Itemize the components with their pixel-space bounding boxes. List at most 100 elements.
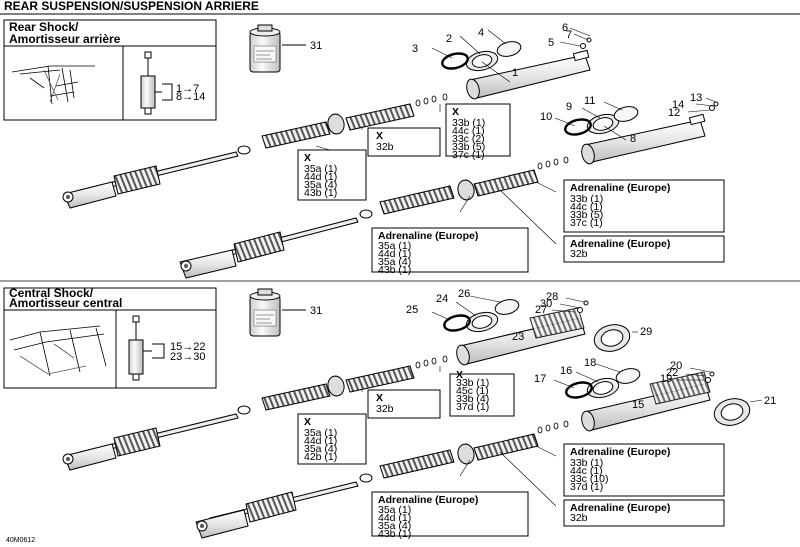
rear-leader-lines [315,27,717,245]
central-frame-sketch [9,325,107,377]
callout-3: 3 [412,43,418,55]
svg-text:35a (1): 35a (1) [304,427,337,439]
svg-text:Adrenaline (Europe): Adrenaline (Europe) [378,494,478,506]
kit-box-rear-x-32b: X 32b [367,127,441,157]
rear-range-b: 8→14 [176,91,205,103]
svg-text:32b: 32b [570,248,588,260]
callout-25: 25 [406,304,418,316]
svg-text:42b (1): 42b (1) [304,451,337,463]
callout-22: 22 [666,367,678,379]
svg-text:32b: 32b [376,141,394,153]
central-shock-x-exploded [62,299,631,471]
svg-text:44d (1): 44d (1) [378,512,411,524]
svg-text:33b (5): 33b (5) [570,209,603,221]
callout-7: 7 [566,29,572,41]
kit-box-central-adrenaline-spring: Adrenaline (Europe) 35a (1) 44d (1) 35a … [371,491,529,540]
rear-shock-x-exploded [62,37,592,209]
svg-text:35a (1): 35a (1) [378,504,411,516]
callout-19: 19 [660,373,672,385]
callout-5: 5 [548,37,554,49]
callout-6: 6 [562,22,568,34]
callout-28: 28 [546,291,558,303]
svg-text:X: X [456,369,463,381]
kit-box-central-x-spring: X 35a (1) 44d (1) 35a (4) 42b (1) [297,413,367,465]
callout-12: 12 [668,107,680,119]
kit-box-central-adrenaline-valve: Adrenaline (Europe) 33b (1) 44c (1) 33c … [563,443,725,497]
svg-text:33b (4): 33b (4) [456,393,489,405]
kit-box-central-adrenaline-32b: Adrenaline (Europe) 32b [563,499,725,527]
callout-31-bottom: 31 [310,305,322,317]
callout-9: 9 [566,101,572,113]
central-range-a: 15→22 [170,341,205,353]
central-shock-title-fr: Amortisseur central [9,296,122,310]
svg-text:Adrenaline (Europe): Adrenaline (Europe) [570,182,670,194]
callout-1: 1 [512,67,518,79]
svg-text:33c (10): 33c (10) [570,473,609,485]
callout-31-top: 31 [310,40,322,52]
callout-24: 24 [436,293,448,305]
callout-18: 18 [584,357,596,369]
svg-text:X: X [376,392,383,404]
svg-text:X: X [304,152,311,164]
callout-13: 13 [690,92,702,104]
svg-text:35a (4): 35a (4) [304,443,337,455]
central-shock-thumbnail [128,315,144,381]
callout-26: 26 [458,288,470,300]
kit-box-central-x-valve: 33b (1) 45c (1) 33b (4) 37d (1) X [449,369,515,417]
rear-shock-title-fr: Amortisseur arrière [9,32,121,46]
rear-shock-title-en: Rear Shock/ [9,20,79,34]
rear-shock-locator-box [3,19,217,121]
kit-box-rear-adrenaline-32b: Adrenaline (Europe) 32b [563,235,725,263]
callout-16: 16 [560,365,572,377]
callout-20: 20 [670,360,682,372]
svg-text:43b (1): 43b (1) [378,264,411,276]
kit-box-rear-adrenaline-spring: Adrenaline (Europe) 35a (1) 44d (1) 35a … [371,227,529,276]
svg-text:32b: 32b [570,512,588,524]
page-title: REAR SUSPENSION/SUSPENSION ARRIERE [4,0,259,13]
central-range-b: 23→30 [170,351,205,363]
kit-box-rear-x-spring: X 35a (1) 44d (1) 35a (4) 43b (1) [297,149,367,201]
central-shock-title-en: Central Shock/ [9,286,94,300]
callout-14: 14 [672,99,684,111]
callout-10: 10 [540,111,552,123]
rear-frame-sketch [11,65,95,105]
callout-11: 11 [584,95,595,107]
callout-29: 29 [640,326,652,338]
callout-27: 27 [535,304,547,316]
central-oil-can [249,288,281,337]
svg-text:35a (1): 35a (1) [304,163,337,175]
svg-text:45c (1): 45c (1) [456,385,489,397]
svg-text:35a (4): 35a (4) [378,520,411,532]
callout-8: 8 [630,133,636,145]
svg-text:35a (1): 35a (1) [378,240,411,252]
svg-text:35a (4): 35a (4) [378,256,411,268]
callout-30: 30 [540,298,552,310]
svg-text:37d (1): 37d (1) [570,481,603,493]
svg-text:33b (5): 33b (5) [452,141,485,153]
svg-text:33b (1): 33b (1) [456,377,489,389]
svg-text:43b (1): 43b (1) [378,528,411,540]
svg-text:32b: 32b [376,403,394,415]
svg-text:44d (1): 44d (1) [378,248,411,260]
svg-text:44c (1): 44c (1) [570,201,603,213]
svg-text:43b (1): 43b (1) [304,187,337,199]
svg-text:37d (1): 37d (1) [456,401,489,413]
shock-oil-can [249,24,281,73]
svg-text:X: X [304,416,311,428]
svg-text:44c (1): 44c (1) [570,465,603,477]
callout-21: 21 [764,395,776,407]
svg-text:33b (1): 33b (1) [452,117,485,129]
figure-reference: 40M0612 [6,537,35,544]
kit-box-central-x-32b: X 32b [367,389,441,419]
rear-shock-adrenaline-exploded [179,101,719,279]
svg-text:Adrenaline (Europe): Adrenaline (Europe) [378,230,478,242]
svg-text:X: X [376,130,383,142]
svg-text:33b (1): 33b (1) [570,193,603,205]
svg-text:44d (1): 44d (1) [304,435,337,447]
callout-17: 17 [534,373,546,385]
svg-text:44d (1): 44d (1) [304,171,337,183]
central-shock-locator-box [3,287,217,389]
rear-range-a: 1→7 [176,83,199,95]
svg-text:44c (1): 44c (1) [452,125,485,137]
